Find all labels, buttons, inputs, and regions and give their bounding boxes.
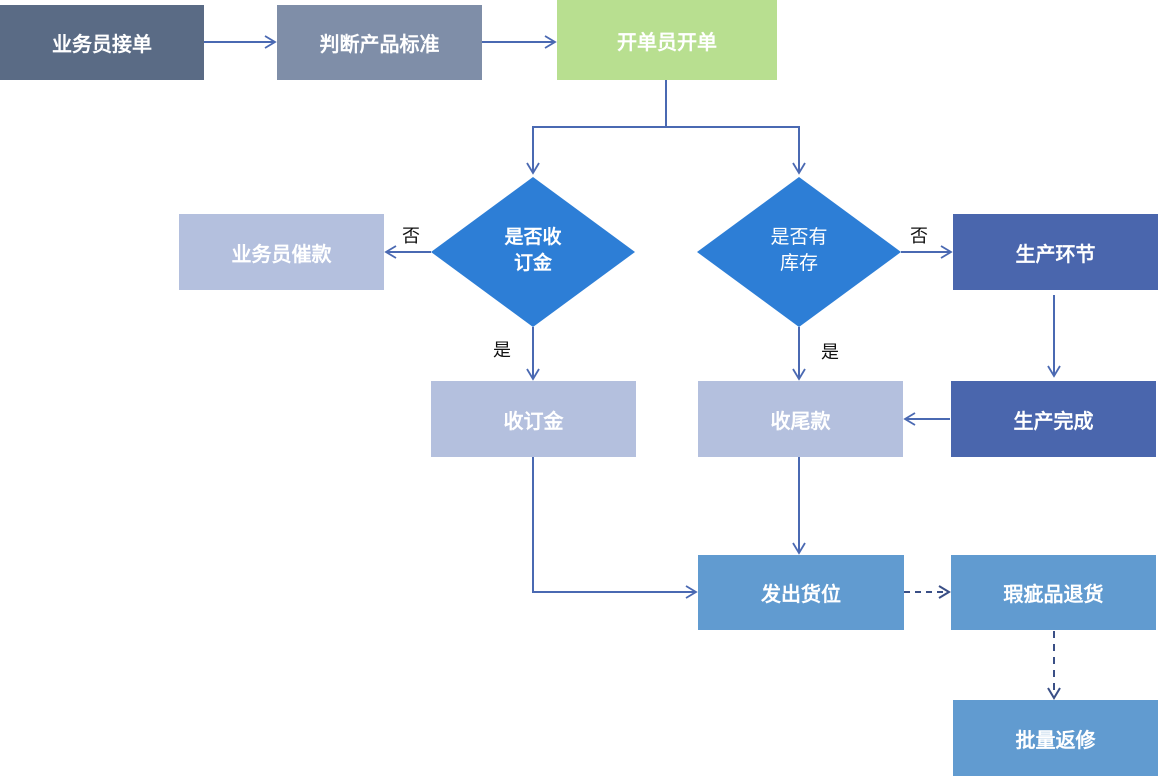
node-label: 判断产品标准 [319, 32, 440, 56]
node-production-stage[interactable]: 生产环节 [953, 214, 1158, 290]
node-collect-balance[interactable]: 收尾款 [698, 381, 903, 457]
stock-decision-label[interactable]: 是否有 库存 [770, 226, 828, 274]
edge-label-stock-no: 否 [910, 226, 928, 247]
node-label: 发出货位 [761, 582, 841, 606]
node-collect-deposit[interactable]: 收订金 [431, 381, 636, 457]
node-batch-rework[interactable]: 批量返修 [953, 700, 1158, 776]
deposit-decision-diamond [431, 177, 635, 327]
node-label: 瑕疵品退货 [1003, 582, 1104, 606]
node-label: 开单员开单 [617, 29, 717, 54]
node-label: 生产完成 [1013, 408, 1094, 433]
node-label: 生产环节 [1015, 241, 1096, 266]
node-production-complete[interactable]: 生产完成 [951, 381, 1156, 457]
node-ship-goods[interactable]: 发出货位 [698, 555, 904, 630]
deposit-decision-label[interactable]: 是否收 订金 [504, 226, 562, 274]
node-judge-product-standard[interactable]: 判断产品标准 [277, 5, 482, 80]
node-clerk-creates-order[interactable]: 开单员开单 [557, 0, 777, 80]
edge-deposit-to-ship [532, 457, 698, 599]
node-defective-return[interactable]: 瑕疵品退货 [951, 555, 1156, 630]
edge-label-deposit-yes: 是 [493, 340, 511, 361]
node-label: 收订金 [503, 408, 564, 433]
edge-create-to-deposit-decision [526, 80, 667, 175]
node-label: 业务员接单 [52, 32, 152, 56]
node-salesman-receives-order[interactable]: 业务员接单 [0, 5, 204, 80]
edge-label-deposit-no: 否 [402, 226, 420, 247]
node-salesman-urges-payment[interactable]: 业务员催款 [179, 214, 384, 290]
node-label: 收尾款 [770, 408, 831, 433]
edge-label-stock-yes: 是 [821, 342, 839, 363]
stock-decision-diamond [697, 177, 901, 327]
node-label: 业务员催款 [231, 241, 332, 266]
edge-create-to-stock-decision [666, 126, 806, 175]
node-label: 批量返修 [1015, 727, 1096, 752]
